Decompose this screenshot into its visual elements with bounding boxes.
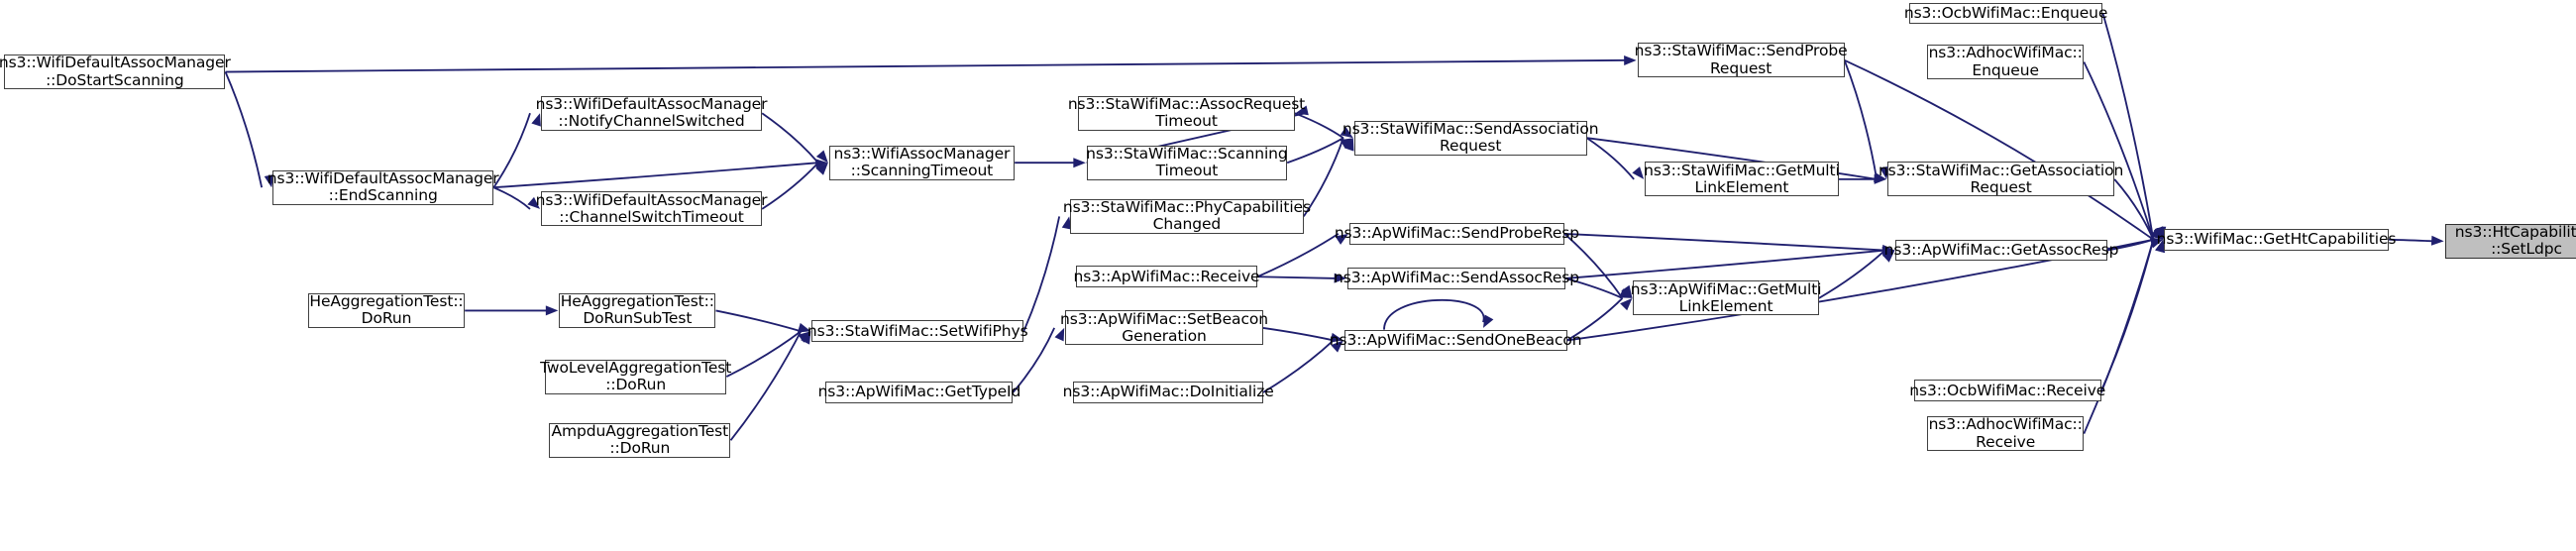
edge — [1586, 137, 1635, 180]
edge — [2388, 238, 2434, 243]
edge-arrowhead — [1344, 138, 1354, 152]
edge-arrowhead — [1330, 332, 1343, 343]
graph-node[interactable]: ns3::WifiDefaultAssocManager ::DoStartSc… — [0, 54, 231, 90]
edge — [1286, 137, 1344, 165]
edge — [1566, 297, 1624, 342]
edge-arrowhead — [527, 196, 540, 209]
edge-arrowhead — [815, 150, 828, 164]
edge — [1564, 277, 1623, 299]
edge-arrowhead — [1483, 314, 1494, 328]
edge-arrowhead — [1619, 288, 1633, 298]
graph-node[interactable]: ns3::ApWifiMac::SetBeacon Generation — [1060, 309, 1268, 346]
graph-node[interactable]: ns3::ApWifiMac::SendAssocResp — [1334, 268, 1579, 289]
edge-arrowhead — [1061, 216, 1072, 230]
graph-node[interactable]: TwoLevelAggregationTest ::DoRun — [540, 358, 732, 394]
edge-arrowhead — [1632, 166, 1645, 179]
edge — [1012, 327, 1056, 393]
edge-arrowhead — [814, 159, 828, 169]
edge — [1262, 327, 1335, 342]
edge-arrowhead — [815, 163, 828, 175]
edge — [761, 112, 819, 164]
edge — [1564, 232, 1885, 252]
edge-arrowhead — [1874, 173, 1887, 184]
edge-arrowhead — [2154, 226, 2165, 240]
edge — [1303, 137, 1344, 217]
edge-arrowhead — [1624, 55, 1637, 65]
edge — [1383, 298, 1485, 330]
graph-node[interactable]: ns3::ApWifiMac::Receive — [1074, 266, 1260, 288]
graph-node[interactable]: ns3::HtCapabilities ::SetLdpc — [2444, 223, 2576, 259]
edge — [1563, 233, 1624, 299]
edge-arrowhead — [1334, 273, 1347, 283]
edge — [492, 186, 531, 210]
edge — [1844, 59, 2154, 241]
graph-node[interactable]: ns3::ApWifiMac::DoInitialize — [1063, 382, 1274, 403]
edge-arrowhead — [545, 305, 559, 316]
edge-arrowhead — [1054, 327, 1065, 342]
edge — [761, 162, 819, 210]
graph-node[interactable]: ns3::StaWifiMac::AssocRequest Timeout — [1067, 94, 1306, 131]
graph-node[interactable]: ns3::ApWifiMac::SendProbeResp — [1335, 223, 1579, 245]
edge — [1843, 59, 1878, 180]
edge-arrowhead — [264, 173, 274, 188]
edge — [2099, 239, 2155, 391]
edge — [729, 330, 803, 441]
graph-node[interactable]: ns3::WifiDefaultAssocManager ::ChannelSw… — [535, 190, 768, 227]
graph-node[interactable]: AmpduAggregationTest ::DoRun — [549, 422, 731, 458]
edge — [725, 330, 802, 378]
graph-node[interactable]: HeAggregationTest:: DoRunSubTest — [559, 292, 716, 328]
edge-arrowhead — [801, 331, 811, 345]
graph-node[interactable]: ns3::StaWifiMac::PhyCapabilities Changed — [1062, 198, 1311, 234]
edge — [224, 71, 264, 188]
edge — [1257, 276, 1338, 279]
edge-arrowhead — [1073, 158, 1086, 168]
edge — [1022, 216, 1061, 332]
graph-node[interactable]: ns3::StaWifiMac::GetMulti LinkElement — [1644, 161, 1840, 197]
edge — [2106, 238, 2154, 252]
edge — [1564, 249, 1885, 279]
edge-arrowhead — [1881, 250, 1895, 263]
graph-node[interactable]: ns3::StaWifiMac::GetAssociation Request — [1878, 161, 2124, 197]
edge — [715, 309, 802, 333]
edge — [225, 58, 1627, 73]
edge-arrowhead — [531, 113, 541, 127]
graph-node[interactable]: ns3::WifiMac::GetHtCapabilities — [2157, 228, 2396, 251]
graph-node[interactable]: ns3::WifiAssocManager ::ScanningTimeout — [828, 145, 1016, 180]
edge — [493, 162, 818, 189]
edge-arrowhead — [2155, 239, 2165, 254]
graph-node[interactable]: HeAggregationTest:: DoRun — [307, 292, 466, 328]
edge-arrowhead — [1295, 105, 1309, 116]
edge — [1586, 137, 1878, 180]
graph-node[interactable]: ns3::AdhocWifiMac:: Enqueue — [1927, 44, 2085, 79]
graph-node[interactable]: ns3::StaWifiMac::SendAssociation Request — [1342, 119, 1599, 156]
graph-node[interactable]: ns3::StaWifiMac::Scanning Timeout — [1086, 144, 1288, 180]
graph-node[interactable]: ns3::StaWifiMac::SetWifiPhys — [807, 320, 1028, 343]
graph-node[interactable]: ns3::ApWifiMac::GetAssocResp — [1884, 239, 2118, 262]
edge — [2083, 61, 2155, 241]
edge — [1256, 233, 1340, 278]
graph-node[interactable]: ns3::ApWifiMac::SendOneBeacon — [1330, 329, 1582, 352]
graph-node[interactable]: ns3::ApWifiMac::GetTypeId — [818, 382, 1020, 403]
graph-node[interactable]: ns3::WifiDefaultAssocManager ::EndScanni… — [267, 168, 499, 205]
edge-arrowhead — [1340, 126, 1353, 139]
edge — [2101, 13, 2155, 240]
edge-arrowhead — [1331, 340, 1343, 353]
graph-node[interactable]: ns3::OcbWifiMac::Enqueue — [1904, 2, 2107, 25]
graph-node[interactable]: ns3::WifiDefaultAssocManager ::NotifyCha… — [535, 94, 768, 131]
edge-arrowhead — [1621, 284, 1633, 298]
graph-node[interactable]: ns3::AdhocWifiMac:: Receive — [1927, 415, 2085, 452]
edge-arrowhead — [1879, 165, 1889, 179]
edge-arrowhead — [797, 322, 811, 333]
edge-arrowhead — [1620, 297, 1633, 311]
edge — [492, 112, 531, 188]
edge — [2083, 239, 2155, 435]
edge — [1818, 249, 1886, 299]
edge-arrowhead — [2430, 235, 2444, 246]
edge-arrowhead — [1335, 233, 1348, 245]
graph-node[interactable]: ns3::OcbWifiMac::Receive — [1909, 380, 2105, 402]
edge — [1262, 339, 1335, 393]
graph-node[interactable]: ns3::ApWifiMac::GetMulti LinkElement — [1630, 279, 1822, 316]
graph-node[interactable]: ns3::StaWifiMac::SendProbe Request — [1634, 42, 1848, 78]
